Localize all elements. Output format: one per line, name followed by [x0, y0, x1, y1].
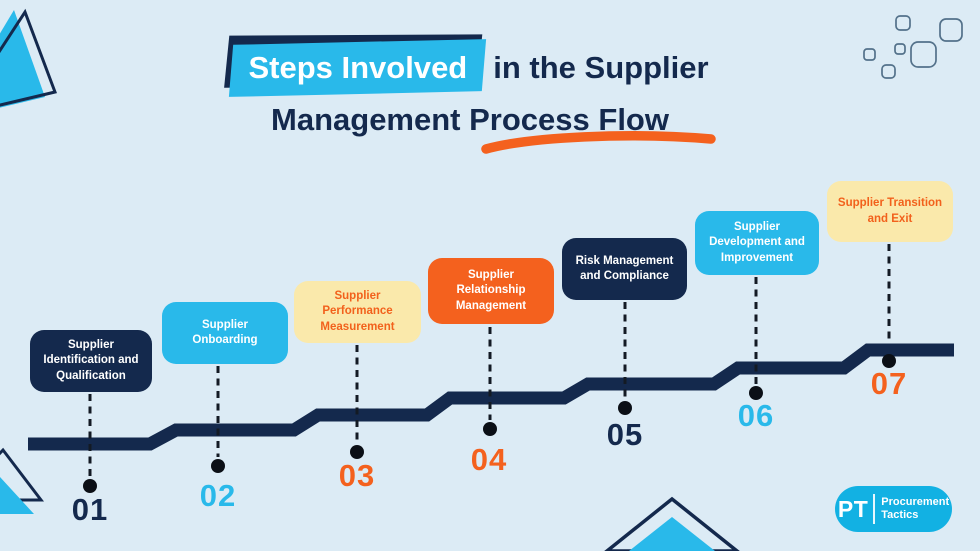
step-number-6: 06: [737, 398, 775, 433]
dot-step-4: [483, 422, 497, 436]
dot-step-2: [211, 459, 225, 473]
logo-name-line1: Procurement: [881, 495, 950, 508]
staircase-line: [28, 343, 954, 451]
logo-name-line2: Tactics: [881, 509, 919, 521]
procurement-tactics-logo: PT Procurement Tactics: [835, 486, 952, 532]
step-number-7: 07: [870, 366, 908, 401]
dot-step-1: [83, 479, 97, 493]
page-title: Steps Involved in the Supplier Management…: [150, 42, 790, 146]
step-number-1: 01: [71, 492, 109, 527]
triangle-decoration-bottom-left: [0, 447, 45, 514]
step-label-3: Supplier Performance Measurement: [320, 290, 395, 333]
step-box-4: Supplier Relationship Management: [428, 258, 554, 324]
dot-step-3: [350, 445, 364, 459]
dot-step-6: [749, 386, 763, 400]
step-label-7: Supplier Transition and Exit: [837, 197, 943, 225]
step-number-2: 02: [199, 478, 237, 513]
step-box-2: Supplier Onboarding: [162, 302, 288, 364]
step-box-3: Supplier Performance Measurement: [294, 281, 421, 343]
step-box-1: Supplier Identification and Qualificatio…: [30, 330, 152, 392]
step-box-6: Supplier Development and Improvement: [695, 211, 819, 275]
step-label-2: Supplier Onboarding: [192, 318, 258, 346]
dot-step-5: [618, 401, 632, 415]
step-label-4: Supplier Relationship Management: [455, 269, 527, 312]
title-highlight: Steps Involved: [231, 42, 484, 94]
step-label-6: Supplier Development and Improvement: [709, 221, 805, 264]
step-box-7: Supplier Transition and Exit: [827, 181, 953, 242]
dot-step-7: [882, 354, 896, 368]
logo-name: Procurement Tactics: [881, 496, 949, 523]
logo-abbr: PT: [837, 495, 869, 522]
step-number-3: 03: [338, 458, 376, 493]
step-number-5: 05: [606, 417, 644, 452]
title-line2-underlined: Process Flow: [469, 102, 669, 137]
title-line-1: Steps Involved in the Supplier: [150, 42, 790, 94]
squares-decoration-top-right: [863, 15, 963, 79]
title-line1-rest: in the Supplier: [493, 50, 709, 85]
title-underline-swoosh: [481, 131, 716, 154]
step-box-5: Risk Management and Compliance: [562, 238, 687, 300]
step-label-1: Supplier Identification and Qualificatio…: [43, 339, 139, 382]
title-line-2: Management Process Flow: [150, 94, 790, 146]
step-number-4: 04: [470, 442, 508, 477]
triangle-decoration-top-left: [0, 8, 58, 108]
step-label-5: Risk Management and Compliance: [575, 254, 674, 282]
title-line2-pre: Management: [271, 102, 470, 137]
triangle-decoration-bottom-center: [604, 496, 740, 551]
logo-divider: [873, 494, 876, 524]
